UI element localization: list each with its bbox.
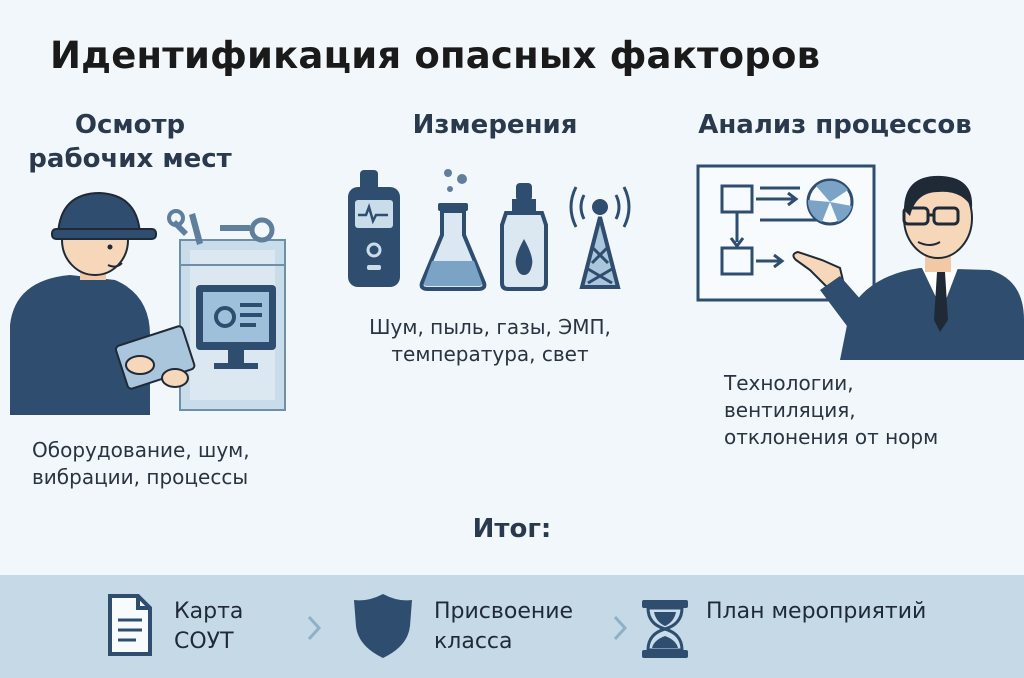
caption-line: Оборудование, шум, (32, 438, 250, 462)
dropper-bottle-icon (500, 183, 548, 291)
step-label-line: Карта (174, 599, 244, 624)
flask-icon (419, 169, 487, 291)
caption-process-analysis: Технологии, вентиляция, отклонения от но… (724, 370, 938, 451)
step-label-line: класса (434, 629, 513, 654)
summary-bar (0, 575, 1024, 678)
sound-meter-icon (348, 170, 400, 287)
hourglass-icon (642, 600, 688, 658)
caption-line: вибрации, процессы (32, 465, 249, 489)
caption-line: температура, свет (391, 342, 589, 366)
column-heading-process-analysis: Анализ процессов (680, 108, 990, 142)
step-sout-card: Карта СОУТ (174, 597, 243, 657)
heading-line: рабочих мест (28, 144, 232, 174)
page-title: Идентификация опасных факторов (50, 34, 821, 77)
column-heading-inspection: Осмотр рабочих мест (20, 108, 240, 176)
heading-line: Измерения (412, 110, 578, 140)
caption-measurements: Шум, пыль, газы, ЭМП, температура, свет (340, 314, 640, 368)
step-label-line: СОУТ (174, 629, 234, 654)
step-class-assignment: Присвоение класса (434, 597, 573, 657)
caption-line: отклонения от норм (724, 425, 939, 449)
step-label-line: Присвоение (434, 599, 574, 624)
worker-illustration (10, 191, 286, 415)
step-action-plan: План мероприятий (706, 597, 926, 627)
shield-icon (354, 594, 412, 658)
caption-line: вентиляция, (724, 398, 856, 422)
caption-line: Технологии, (724, 371, 854, 395)
column-heading-measurements: Измерения (380, 108, 610, 142)
heading-line: Осмотр (74, 110, 186, 140)
document-icon (108, 594, 152, 656)
chevron-right-icon (613, 615, 628, 641)
measurement-instruments (348, 169, 631, 291)
chevron-right-icon (307, 615, 322, 641)
analyst-illustration (696, 164, 1024, 360)
caption-inspection: Оборудование, шум, вибрации, процессы (32, 437, 250, 491)
step-label-line: План мероприятий (706, 599, 927, 624)
heading-line: Анализ процессов (698, 110, 972, 140)
summary-title: Итог: (472, 514, 552, 544)
antenna-tower-icon (569, 186, 631, 289)
caption-line: Шум, пыль, газы, ЭМП, (369, 315, 611, 339)
